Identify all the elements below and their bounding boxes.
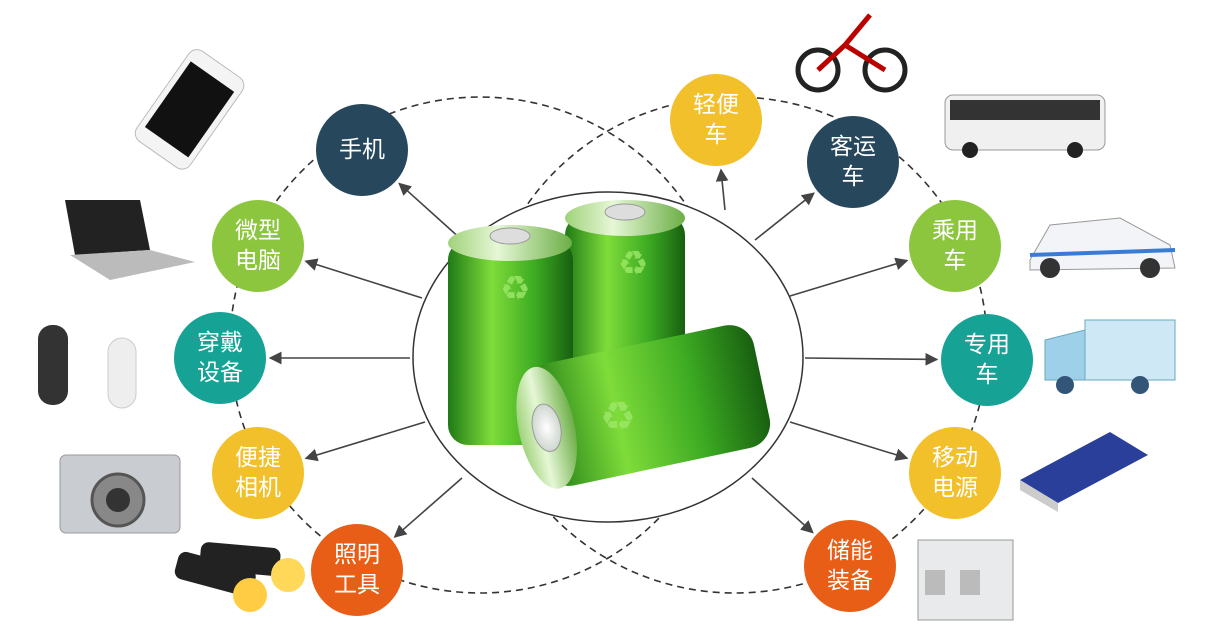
node-label: 乘用 (932, 218, 978, 244)
svg-text:♻: ♻ (500, 269, 530, 309)
node-label: 电源 (932, 475, 978, 501)
arrow-to-microcomputer (304, 258, 423, 299)
truck-icon (1044, 319, 1176, 394)
wristband-icon (38, 325, 137, 409)
node-label: 便捷 (235, 445, 281, 471)
node-label: 车 (841, 164, 865, 190)
node-label: 手机 (339, 137, 385, 163)
svg-text:♻: ♻ (600, 394, 636, 440)
svg-text:♻: ♻ (618, 244, 648, 284)
arrow-to-camera (304, 421, 426, 462)
car-icon (1029, 217, 1176, 278)
node-label: 工具 (334, 572, 380, 598)
ebike-icon (795, 13, 908, 93)
node-energy-storage: 储能装备 (804, 520, 896, 612)
node-label: 储能 (827, 538, 873, 564)
arrow-to-energy-storage (751, 477, 814, 534)
node-label: 穿戴 (197, 330, 243, 356)
node-camera: 便捷相机 (212, 427, 304, 519)
node-microcomputer: 微型电脑 (212, 200, 304, 292)
node-bus: 客运车 (807, 116, 899, 208)
node-label: 客运 (830, 134, 876, 160)
storage-cabinet-icon (917, 539, 1014, 621)
smartphone-icon (134, 49, 245, 170)
arrow-to-lighting (393, 477, 463, 538)
node-label: 车 (943, 248, 967, 274)
bus-icon (944, 94, 1106, 158)
power-bank-icon (1020, 432, 1148, 512)
node-wearable: 穿戴设备 (174, 312, 266, 404)
arrow-to-light-vehicle (715, 168, 729, 211)
node-power-bank: 移动电源 (909, 427, 1001, 519)
node-phone: 手机 (316, 104, 408, 196)
node-label: 微型 (235, 218, 281, 244)
arrow-to-bus (754, 192, 815, 241)
node-label: 移动 (932, 445, 978, 471)
node-label: 照明 (334, 542, 380, 568)
laptop-icon (65, 200, 195, 280)
node-special-vehicle: 专用车 (941, 314, 1033, 406)
node-label: 设备 (197, 360, 243, 386)
node-light-vehicle: 轻便车 (670, 74, 762, 166)
arrow-to-phone (398, 182, 463, 241)
arrow-to-passenger-car (789, 257, 909, 297)
node-label: 车 (704, 122, 728, 148)
node-lighting: 照明工具 (311, 524, 403, 616)
node-label: 专用 (964, 332, 1010, 358)
node-label: 车 (975, 362, 999, 388)
node-label: 轻便 (693, 92, 739, 118)
node-label: 相机 (235, 475, 281, 501)
node-passenger-car: 乘用车 (909, 200, 1001, 292)
node-label: 电脑 (235, 248, 281, 274)
flashlight-icon (174, 542, 305, 612)
node-label: 装备 (827, 568, 873, 594)
battery-image: ♻ ♻ ♻ (448, 200, 771, 489)
arrow-to-special-vehicle (804, 352, 939, 366)
arrow-to-power-bank (789, 421, 909, 461)
camera-icon (59, 454, 181, 534)
